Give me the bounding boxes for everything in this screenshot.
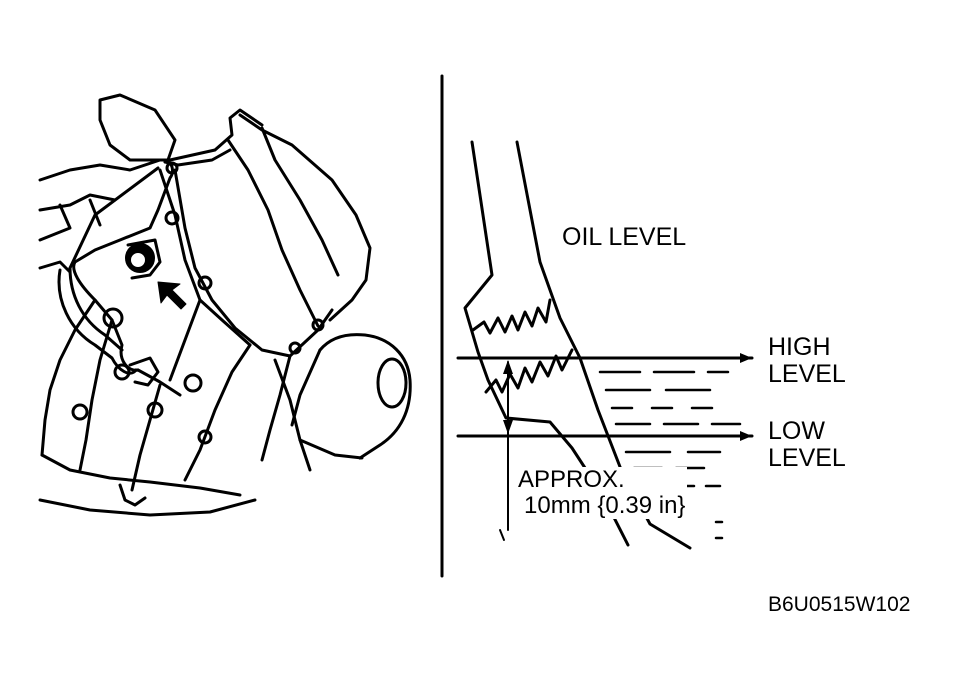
low-level-line2: LEVEL [768,444,846,472]
figure-code-text: B6U0515W102 [768,593,911,616]
arrow-up-left-icon [157,281,187,310]
approx-line2: 10mm {0.39 in} [524,491,686,519]
approx-line1: APPROX. [518,466,625,493]
low-level-line1: LOW [768,417,825,445]
engine-illustration [38,93,412,517]
oil-level-text: OIL LEVEL [562,223,687,251]
oil-level-label: OIL LEVEL [562,224,686,251]
low-level-label: LOW LEVEL [768,418,846,472]
high-level-line2: LEVEL [768,360,846,388]
high-level-line1: HIGH [768,333,831,361]
filler-plug [125,238,162,280]
approx-dimension-label: APPROX. 10mm {0.39 in} [516,466,688,519]
dimension-arrow [499,360,513,541]
figure-code: B6U0515W102 [768,593,911,617]
high-level-label: HIGH LEVEL [768,334,846,388]
